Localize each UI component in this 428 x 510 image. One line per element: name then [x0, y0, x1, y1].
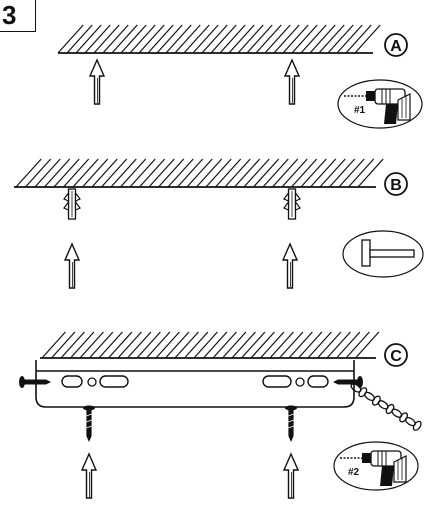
- arrow-up-icon: [283, 453, 299, 499]
- hammer-icon: [342, 230, 424, 278]
- drill-bit-label-2: #2: [348, 467, 360, 478]
- ceiling-hatch-a: [57, 24, 381, 54]
- wall-anchor-icon: [63, 188, 81, 220]
- side-screw-right-icon: [333, 376, 363, 388]
- drill-icon: #1: [337, 79, 423, 129]
- drill-bit-label-1: #1: [354, 105, 366, 116]
- arrow-up-icon: [282, 243, 298, 289]
- panel-c: C #2: [19, 331, 422, 499]
- mounting-bracket: [35, 360, 355, 408]
- panel-letter-a: A: [390, 38, 402, 55]
- arrow-up-icon: [81, 453, 97, 499]
- letter-badge-b: B: [384, 172, 408, 196]
- wall-anchor-icon: [283, 188, 301, 220]
- step-number: 3: [0, 0, 36, 32]
- panel-b: B: [14, 158, 424, 289]
- arrow-up-icon: [64, 243, 80, 289]
- arrow-up-icon: [284, 59, 300, 105]
- panel-letter-c: C: [390, 348, 402, 365]
- screw-icon: [82, 405, 96, 443]
- ceiling-hatch-b: [14, 158, 384, 188]
- panel-letter-b: B: [390, 177, 402, 194]
- side-screw-left-icon: [19, 376, 51, 388]
- letter-badge-a: A: [384, 33, 408, 57]
- letter-badge-c: C: [384, 343, 408, 367]
- screw-icon: [284, 405, 298, 443]
- arrow-up-icon: [89, 59, 105, 105]
- ceiling-hatch-c: [40, 331, 380, 359]
- safety-chain: [350, 383, 422, 431]
- panel-a: A #1: [57, 24, 423, 129]
- drill-icon: #2: [333, 441, 419, 491]
